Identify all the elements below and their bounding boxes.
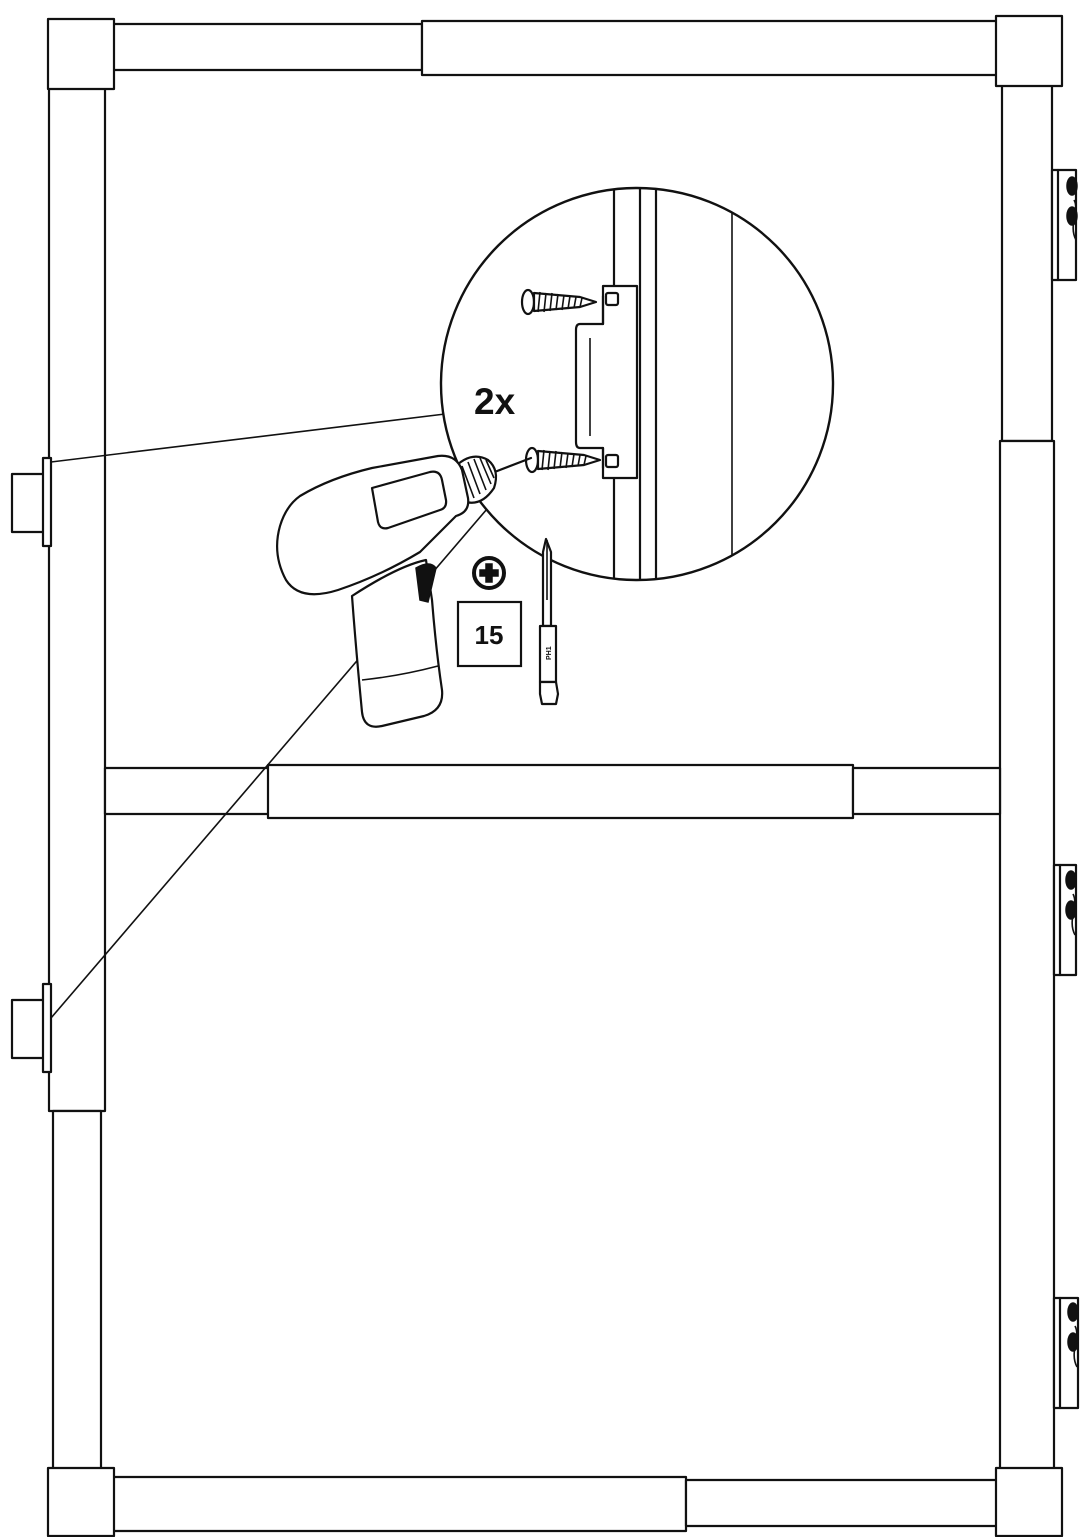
mounting-bracket-icon [574,284,639,480]
corner-connector-top-right [994,14,1064,88]
top-rail-right [420,19,1000,77]
right-post-lower [998,439,1056,1472]
left-post-lower [51,1109,103,1471]
hinge-icon [1050,168,1078,282]
left-bracket-lower [10,982,53,1074]
bottom-rail-left [110,1475,688,1533]
left-bracket-upper [10,456,53,548]
corner-connector-bottom-right [994,1466,1064,1537]
left-post-upper [47,86,107,1113]
screw-count-box: 15 [456,600,523,668]
cordless-drill-icon [275,454,533,728]
quantity-label: 2x [474,381,516,422]
frame [46,14,1064,1537]
bottom-rail-right [684,1478,1000,1528]
hinge-icon [1052,863,1078,977]
top-rail-left [110,22,424,72]
corner-connector-bottom-left [46,1466,116,1537]
corner-connector-top-left [46,17,116,91]
callout-leader-upper [50,413,446,463]
hinge-icon [1052,1296,1080,1410]
screwdriver-bit-icon: PH1 [538,537,560,706]
screw-count-label: 15 [475,620,504,650]
middle-rail-left [103,766,271,816]
wood-screw-icon [524,446,602,474]
middle-rail-center [266,763,855,820]
bit-label: PH1 [546,646,553,660]
phillips-head-icon [472,556,506,590]
right-post-upper [1000,82,1054,443]
wood-screw-icon [520,288,598,316]
detail-callout: 2x [439,186,835,582]
middle-rail-right [851,766,1002,816]
